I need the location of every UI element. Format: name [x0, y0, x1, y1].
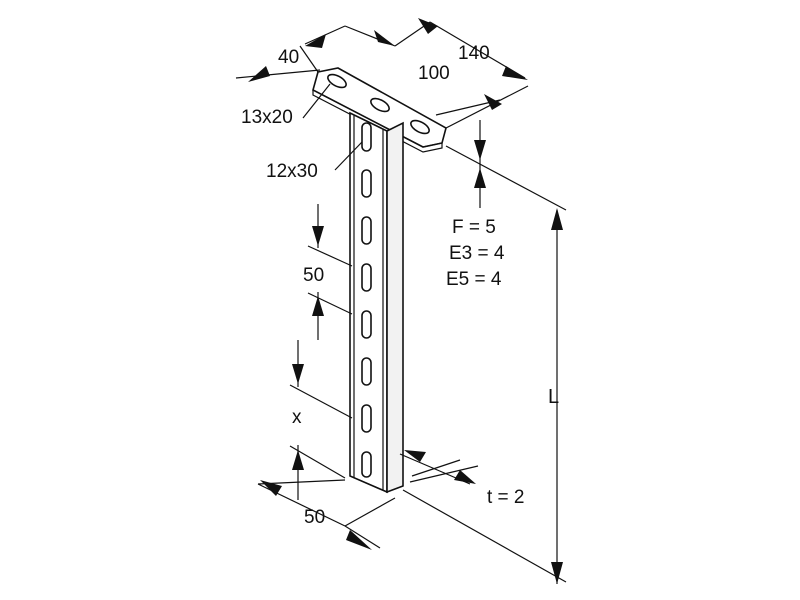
profile-slot	[361, 169, 372, 198]
dimension-length-L	[402, 145, 567, 584]
leader-12x30	[334, 141, 363, 171]
label-profile-slot: 12x30	[266, 161, 318, 182]
dimension-140-100	[344, 18, 529, 129]
dimension-offset-x	[289, 340, 353, 500]
profile-slot	[361, 310, 372, 339]
label-length: L	[548, 386, 560, 408]
profile-slot	[361, 404, 372, 433]
spec-e3: E3 = 4	[449, 243, 505, 264]
leader-13x20	[302, 83, 331, 119]
label-profile-width: 50	[304, 507, 326, 528]
top-plate	[312, 67, 447, 153]
label-top-length-inner: 100	[418, 63, 450, 84]
profile-slot	[361, 357, 372, 386]
plate-hole-1	[327, 73, 347, 89]
label-top-length-outer: 140	[458, 43, 490, 64]
dimension-profile-width	[257, 479, 396, 550]
label-offset-x: x	[292, 407, 302, 428]
label-thickness: t = 2	[487, 487, 525, 508]
spec-f: F = 5	[452, 217, 496, 238]
label-top-hole: 13x20	[241, 107, 293, 128]
plate-hole-2	[370, 97, 390, 113]
plate-hole-3	[410, 119, 430, 135]
vertical-profile	[349, 111, 404, 494]
dimension-slot-pitch	[307, 204, 353, 340]
dimension-40	[235, 25, 395, 82]
dimension-thickness	[399, 450, 479, 485]
label-top-width: 40	[278, 47, 300, 68]
profile-slot	[361, 263, 372, 292]
label-slot-pitch: 50	[303, 265, 325, 286]
profile-slot	[361, 122, 372, 152]
profile-slot	[361, 451, 372, 478]
profile-slots	[361, 122, 372, 478]
profile-slot	[361, 216, 372, 245]
spec-e5: E5 = 4	[446, 269, 502, 290]
